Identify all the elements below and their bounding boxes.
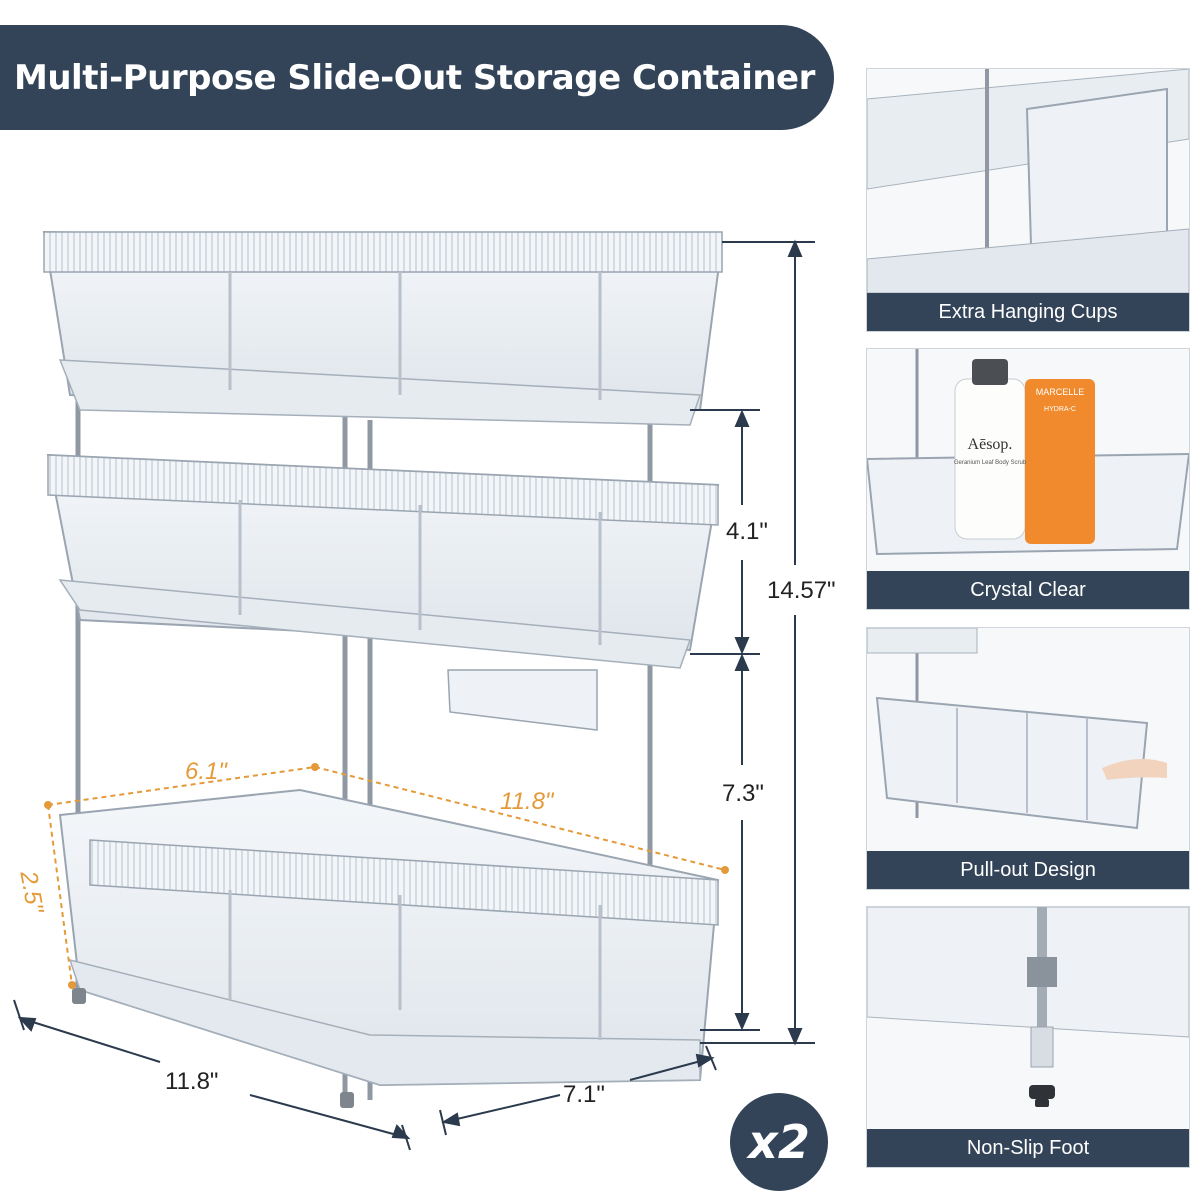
total-height-label: 14.57" bbox=[767, 577, 836, 604]
bottle-brand: Aēsop. bbox=[968, 436, 1013, 453]
feature-caption: Non-Slip Foot bbox=[867, 1129, 1189, 1167]
dim-base-width bbox=[439, 1045, 717, 1136]
dim-base-length bbox=[13, 999, 411, 1151]
dim-lower-gap bbox=[700, 653, 760, 1031]
tube-brand: MARCELLE bbox=[1036, 387, 1085, 397]
organizer-drawing bbox=[13, 230, 815, 1151]
upper-gap-label: 4.1" bbox=[726, 518, 768, 545]
basket-width-label: 6.1" bbox=[185, 758, 227, 785]
feature-panel-pull-out: Pull-out Design bbox=[866, 627, 1190, 890]
lower-gap-label: 7.3" bbox=[722, 780, 764, 807]
tube-text: HYDRA-C bbox=[1044, 406, 1076, 413]
bottom-basket bbox=[58, 788, 720, 1087]
base-width-label: 7.1" bbox=[563, 1081, 605, 1108]
dim-basket-orange bbox=[44, 763, 729, 989]
feature-caption: Extra Hanging Cups bbox=[867, 293, 1189, 331]
bottle-text: Geranium Leaf Body Scrub bbox=[954, 460, 1027, 466]
upper-basket bbox=[42, 230, 724, 426]
product-illustration: 14.57" 4.1" 7.3" 6.1" 11.8" 2.5" 11.8" 7… bbox=[0, 150, 840, 1200]
feature-panel-non-slip-foot: Non-Slip Foot bbox=[866, 906, 1190, 1168]
pull-out-icon bbox=[867, 628, 1189, 851]
basket-length-label: 11.8" bbox=[500, 788, 554, 815]
middle-basket bbox=[46, 453, 720, 669]
hanging-cup-icon bbox=[867, 69, 1189, 293]
feature-caption: Crystal Clear bbox=[867, 571, 1189, 609]
feature-panel-hanging-cups: Extra Hanging Cups bbox=[866, 68, 1190, 332]
feet bbox=[72, 988, 354, 1108]
feature-caption: Pull-out Design bbox=[867, 851, 1189, 889]
feature-panel-crystal-clear: Aēsop. Geranium Leaf Body Scrub MARCELLE… bbox=[866, 348, 1190, 610]
hanging-cup bbox=[447, 669, 598, 731]
clear-basket-icon: Aēsop. Geranium Leaf Body Scrub MARCELLE… bbox=[867, 349, 1189, 571]
dim-total-height bbox=[700, 239, 815, 1046]
quantity-badge: x2 bbox=[730, 1093, 828, 1191]
page-title: Multi-Purpose Slide-Out Storage Containe… bbox=[14, 57, 815, 98]
base-length-label: 11.8" bbox=[165, 1068, 219, 1095]
title-banner: Multi-Purpose Slide-Out Storage Containe… bbox=[0, 25, 834, 130]
foot-icon bbox=[867, 907, 1189, 1129]
dim-upper-gap bbox=[690, 409, 760, 655]
